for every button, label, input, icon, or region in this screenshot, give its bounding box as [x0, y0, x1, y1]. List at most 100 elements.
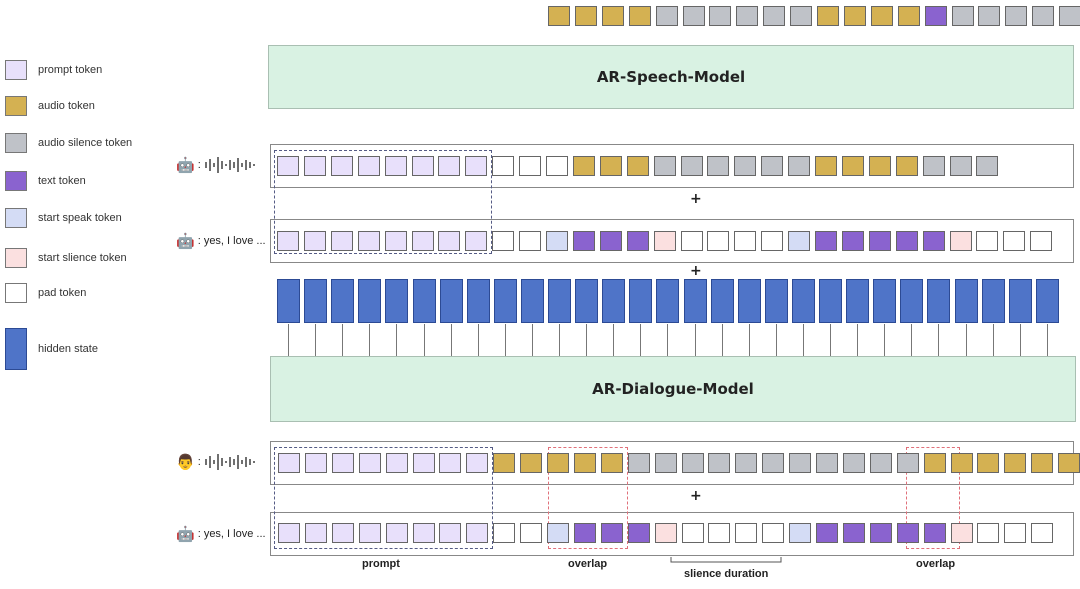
top-audio-pad-token: [519, 156, 541, 176]
top-text-prompt-token: [277, 231, 299, 251]
hidden-state-block: [955, 279, 978, 323]
hidden-state-block: [738, 279, 761, 323]
legend-swatch-start-speak: [5, 208, 27, 228]
hidden-state-arrow: [640, 324, 641, 356]
top-audio-audio-token: [573, 156, 595, 176]
legend-label-silence: audio silence token: [38, 137, 133, 149]
hidden-state-block: [1036, 279, 1059, 323]
bottom-audio-prompt-token: [439, 453, 461, 473]
top-text-text-token: [573, 231, 595, 251]
hidden-state-arrow: [938, 324, 939, 356]
bottom-text-text-token: [897, 523, 919, 543]
hidden-state-block: [819, 279, 842, 323]
top-audio-prompt-token: [385, 156, 407, 176]
bottom-text-pad-token: [977, 523, 999, 543]
plus-sign-3: +: [690, 488, 702, 504]
top-audio-silence-token: [976, 156, 998, 176]
top-text-start-speak-token: [788, 231, 810, 251]
output-silence-token: [736, 6, 758, 26]
bottom-audio-silence-token: [870, 453, 892, 473]
bottom-audio-audio-token: [1004, 453, 1026, 473]
hidden-state-arrow: [722, 324, 723, 356]
top-audio-silence-token: [761, 156, 783, 176]
bottom-text-prompt-token: [305, 523, 327, 543]
hidden-state-arrow: [505, 324, 506, 356]
output-silence-token: [709, 6, 731, 26]
hidden-state-arrow: [369, 324, 370, 356]
person-face-icon: 👨: [176, 453, 195, 471]
legend-label-text: text token: [38, 175, 86, 187]
bottom-audio-silence-token: [628, 453, 650, 473]
top-audio-audio-token: [627, 156, 649, 176]
legend-label-start-speak: start speak token: [38, 212, 122, 224]
top-audio-prompt-token: [358, 156, 380, 176]
output-audio-token: [602, 6, 624, 26]
prompt-label: prompt: [362, 558, 400, 570]
hidden-state-arrow: [993, 324, 994, 356]
hidden-state-block: [521, 279, 544, 323]
hidden-state-block: [440, 279, 463, 323]
bottom-text-text-token: [816, 523, 838, 543]
top-audio-prompt-token: [277, 156, 299, 176]
legend-swatch-prompt: [5, 60, 27, 80]
top-audio-audio-token: [815, 156, 837, 176]
bottom-audio-audio-token: [493, 453, 515, 473]
robot-face-icon: 🤖: [176, 232, 195, 250]
legend-swatch-audio: [5, 96, 27, 116]
hidden-state-arrow: [695, 324, 696, 356]
hidden-state-block: [765, 279, 788, 323]
hidden-state-block: [629, 279, 652, 323]
hidden-state-block: [602, 279, 625, 323]
bottom-text-text-token: [601, 523, 623, 543]
bottom-text-prompt-token: [386, 523, 408, 543]
output-silence-token: [683, 6, 705, 26]
top-audio-prompt-token: [331, 156, 353, 176]
hidden-state-block: [684, 279, 707, 323]
top-audio-prompt-token: [412, 156, 434, 176]
legend-swatch-hidden: [5, 328, 27, 370]
bottom-text-pad-token: [735, 523, 757, 543]
output-audio-token: [871, 6, 893, 26]
hidden-state-arrow: [478, 324, 479, 356]
hidden-state-arrow: [667, 324, 668, 356]
plus-sign: +: [690, 191, 702, 207]
ar-speech-model-box: AR-Speech-Model: [268, 45, 1074, 109]
output-audio-token: [817, 6, 839, 26]
hidden-state-arrow: [451, 324, 452, 356]
bottom-audio-audio-token: [601, 453, 623, 473]
hidden-state-block: [1009, 279, 1032, 323]
top-text-prompt-token: [465, 231, 487, 251]
legend-label-prompt: prompt token: [38, 64, 103, 76]
bottom-audio-prompt-token: [332, 453, 354, 473]
top-audio-audio-token: [896, 156, 918, 176]
waveform-icon: [205, 454, 255, 470]
bottom-text-pad-token: [1004, 523, 1026, 543]
hidden-state-block: [982, 279, 1005, 323]
output-silence-token: [1059, 6, 1080, 26]
hidden-state-arrow: [857, 324, 858, 356]
bottom-text-text-token: [628, 523, 650, 543]
legend-label-start-silence: start slience token: [38, 252, 127, 264]
bottom-text-prompt-token: [439, 523, 461, 543]
top-text-text-token: [923, 231, 945, 251]
hidden-state-arrow: [586, 324, 587, 356]
hidden-state-block: [900, 279, 923, 323]
top-text-utterance: yes, I love ...: [203, 235, 266, 247]
silence-duration-bracket: [670, 557, 782, 563]
hidden-state-block: [873, 279, 896, 323]
top-text-pad-token: [519, 231, 541, 251]
hidden-state-block: [494, 279, 517, 323]
top-audio-silence-token: [950, 156, 972, 176]
top-text-prompt-token: [412, 231, 434, 251]
overlap-right-label: overlap: [916, 558, 956, 570]
top-audio-silence-token: [707, 156, 729, 176]
hidden-state-arrow: [1020, 324, 1021, 356]
bottom-audio-audio-token: [520, 453, 542, 473]
bottom-text-text-token: [870, 523, 892, 543]
top-text-text-token: [600, 231, 622, 251]
output-text-token: [925, 6, 947, 26]
waveform-icon: [205, 157, 255, 173]
top-text-text-token: [815, 231, 837, 251]
robot-face-icon: 🤖: [176, 156, 195, 174]
hidden-state-block: [385, 279, 408, 323]
